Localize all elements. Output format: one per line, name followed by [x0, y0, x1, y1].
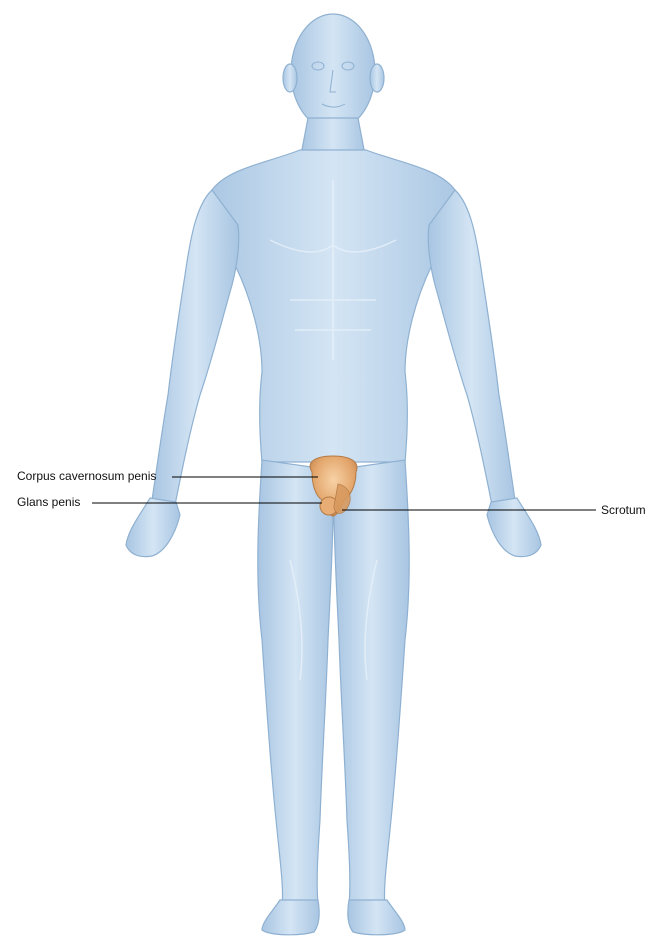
left-foot — [261, 899, 320, 936]
right-leg — [333, 459, 410, 906]
left-leg — [257, 459, 334, 906]
right-arm — [427, 189, 516, 506]
right-ear — [369, 63, 385, 93]
leader-lines — [92, 476, 596, 511]
muscle-highlights — [269, 180, 397, 681]
label-glans-penis: Glans penis — [17, 495, 81, 509]
male-genital-organs — [309, 455, 358, 517]
left-ear — [282, 63, 298, 93]
label-corpus-cavernosum-penis: Corpus cavernosum penis — [17, 469, 157, 483]
left-arm — [151, 189, 240, 506]
left-hand — [125, 497, 181, 558]
label-scrotum: Scrotum — [601, 503, 646, 517]
right-hand — [486, 497, 542, 558]
right-foot — [347, 899, 406, 936]
face-features — [311, 61, 355, 108]
